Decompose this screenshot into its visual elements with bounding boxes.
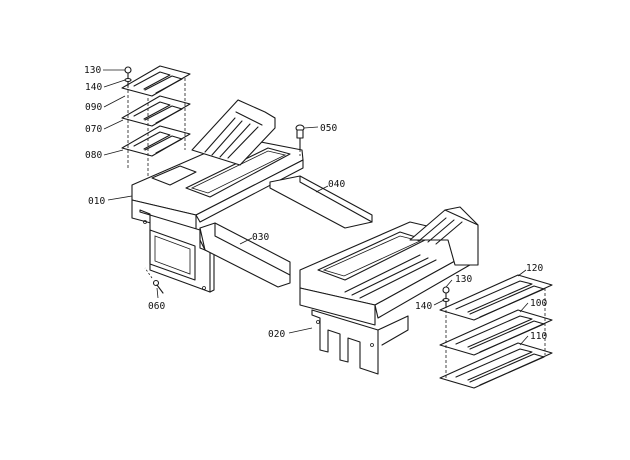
- label-030: 030: [252, 232, 269, 243]
- label-140-right: 140: [415, 301, 432, 312]
- bolt-060: [144, 267, 164, 294]
- label-140-left: 140: [85, 82, 102, 93]
- label-070: 070: [85, 124, 102, 135]
- center-plate-030: [199, 222, 291, 288]
- upper-left-plates: [121, 65, 191, 178]
- label-060: 060: [148, 301, 165, 312]
- part-labels: 130 140 090 070 080 010 050 040 030 060 …: [84, 65, 547, 342]
- label-010: 010: [88, 196, 105, 207]
- leader-lines: [103, 69, 529, 346]
- label-110: 110: [530, 331, 547, 342]
- label-020: 020: [268, 329, 285, 340]
- label-050: 050: [320, 123, 337, 134]
- label-040: 040: [328, 179, 345, 190]
- label-120: 120: [526, 263, 543, 274]
- label-130-right: 130: [455, 274, 472, 285]
- left-step-frame: [131, 99, 304, 293]
- label-130-left: 130: [84, 65, 101, 76]
- label-100: 100: [530, 298, 547, 309]
- label-090: 090: [85, 102, 102, 113]
- side-rail-040: [269, 175, 373, 229]
- lower-right-plates: [439, 274, 553, 389]
- label-080: 080: [85, 150, 102, 161]
- right-step-frame: [299, 206, 479, 375]
